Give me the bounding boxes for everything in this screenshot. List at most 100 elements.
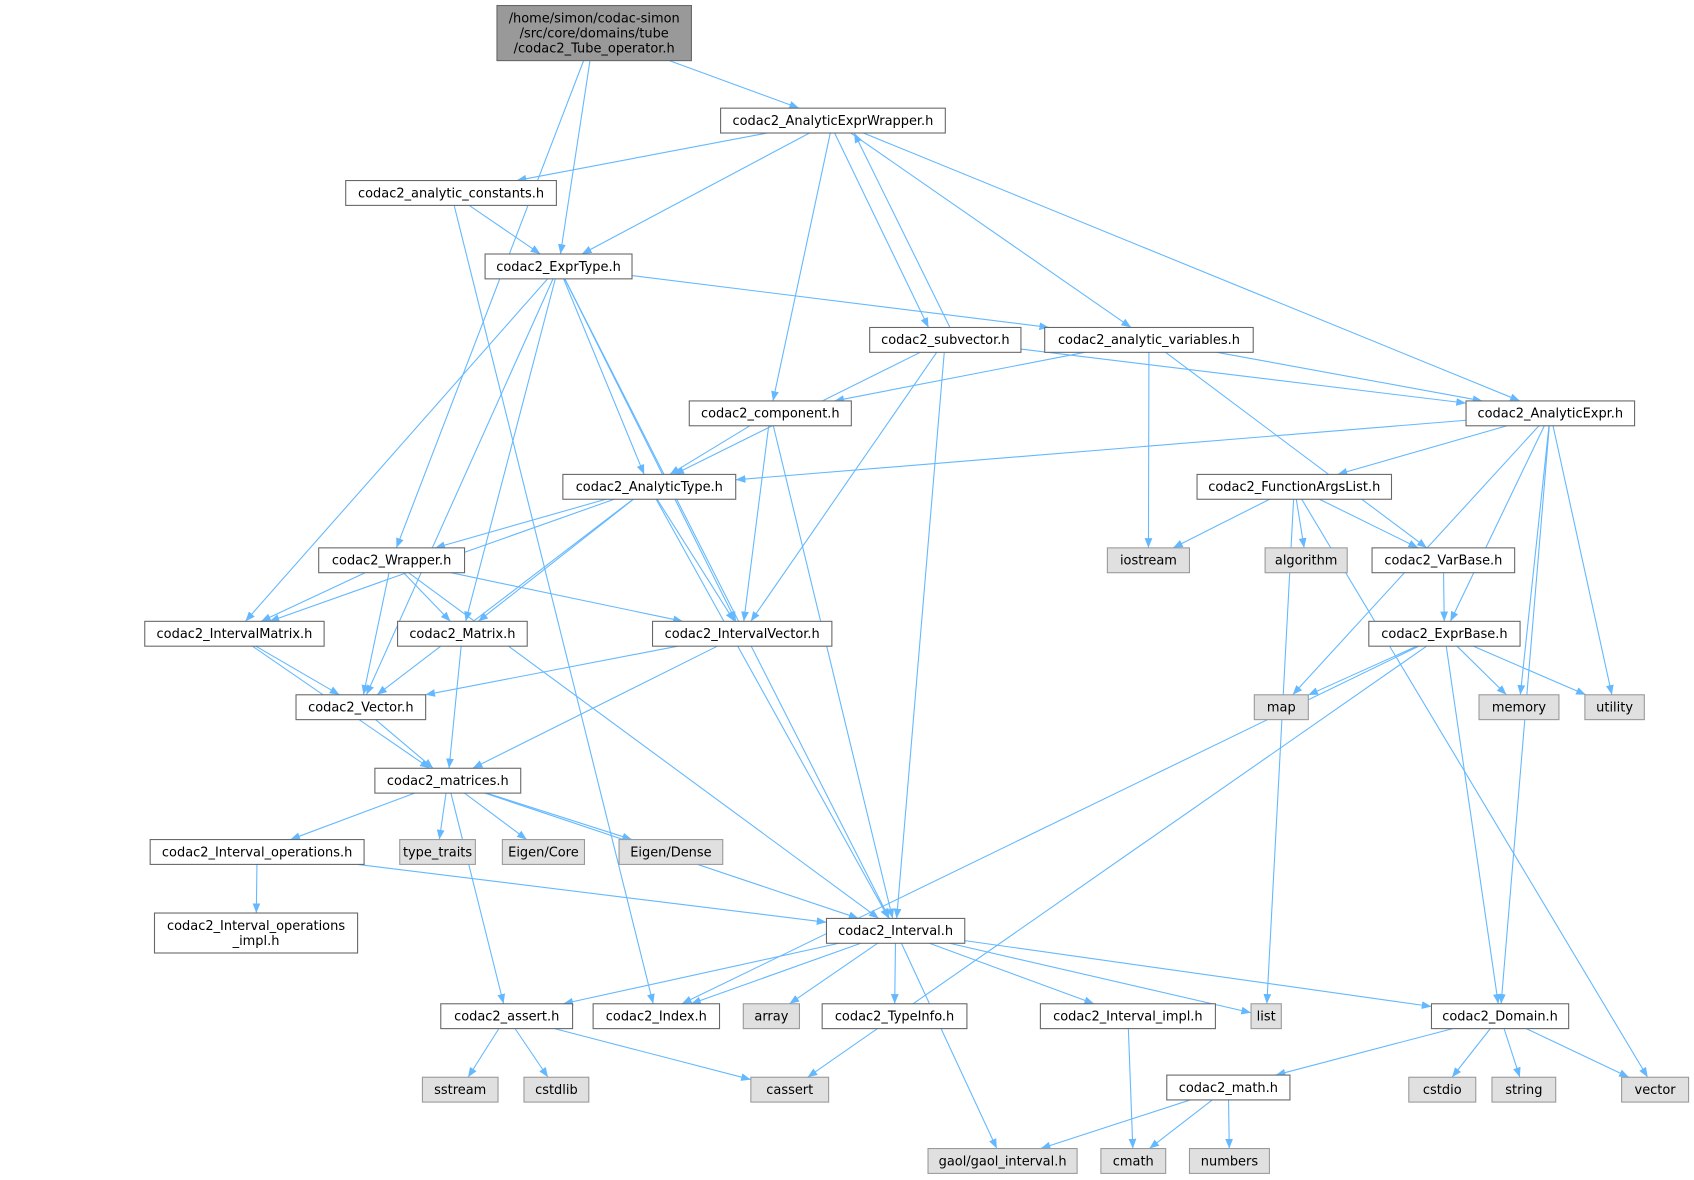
edge-aew-to-constants xyxy=(516,132,768,183)
edge-avars-to-aexpr xyxy=(1216,351,1483,404)
node-imatrix[interactable]: codac2_IntervalMatrix.h xyxy=(144,620,325,647)
node-label: Eigen/Core xyxy=(508,845,579,860)
node-label: codac2_ExprType.h xyxy=(496,260,621,275)
node-algorithm: algorithm xyxy=(1264,547,1348,574)
edge-fargs-to-varbase xyxy=(1319,498,1419,549)
node-box xyxy=(720,107,946,134)
edge-fargs-to-algorithm xyxy=(1295,499,1307,548)
edge-aexpr-to-exprbase xyxy=(1449,425,1545,622)
node-map: map xyxy=(1253,694,1309,721)
node-label: cstdio xyxy=(1423,1083,1462,1098)
edge-vector_h-to-matrices xyxy=(375,719,434,769)
edge-exprtype-to-atype xyxy=(563,278,645,475)
node-label: codac2_FunctionArgsList.h xyxy=(1208,480,1380,495)
node-wrapper[interactable]: codac2_Wrapper.h xyxy=(318,547,466,574)
node-cmath: cmath xyxy=(1100,1148,1167,1174)
node-label: codac2_Interval.h xyxy=(838,924,953,939)
node-box xyxy=(1478,694,1560,721)
node-aew[interactable]: codac2_AnalyticExprWrapper.h xyxy=(720,107,946,134)
edge-iops-to-interval xyxy=(357,863,827,925)
node-avars[interactable]: codac2_analytic_variables.h xyxy=(1044,326,1254,353)
node-box xyxy=(1100,1148,1167,1174)
node-box xyxy=(1491,1076,1557,1103)
node-cstdio: cstdio xyxy=(1408,1076,1477,1103)
edges-layer xyxy=(244,60,1649,1150)
node-label: iostream xyxy=(1120,554,1177,569)
node-iops[interactable]: codac2_Interval_operations.h xyxy=(149,839,365,865)
edge-root-to-exprtype xyxy=(558,60,591,255)
node-label: codac2_math.h xyxy=(1179,1081,1278,1096)
node-subvector[interactable]: codac2_subvector.h xyxy=(869,326,1022,353)
node-box xyxy=(1408,1076,1477,1103)
node-label: codac2_matrices.h xyxy=(387,774,509,789)
node-label: codac2_VarBase.h xyxy=(1384,554,1502,569)
node-varbase[interactable]: codac2_VarBase.h xyxy=(1371,547,1516,574)
node-label: codac2_Vector.h xyxy=(308,701,413,716)
edge-exprtype-to-avars xyxy=(631,275,1050,331)
node-matrix[interactable]: codac2_Matrix.h xyxy=(397,620,528,647)
node-vector_h[interactable]: codac2_Vector.h xyxy=(295,694,427,721)
node-atype[interactable]: codac2_AnalyticType.h xyxy=(562,473,737,500)
edge-aew-to-subvector xyxy=(834,132,929,328)
edge-constants-to-index xyxy=(453,205,655,1004)
edge-wrapper-to-vector_h xyxy=(361,572,390,695)
node-box xyxy=(1430,1003,1570,1030)
edge-wrapper-to-matrix xyxy=(403,572,451,622)
node-exprbase[interactable]: codac2_ExprBase.h xyxy=(1368,620,1521,647)
node-box xyxy=(523,1076,590,1103)
edge-domain-to-vector xyxy=(1526,1028,1630,1078)
node-ivector[interactable]: codac2_IntervalVector.h xyxy=(651,620,833,647)
node-domain[interactable]: codac2_Domain.h xyxy=(1430,1003,1570,1030)
edge-matrices-to-eigencore xyxy=(464,792,528,840)
edge-matrices-to-eigendense xyxy=(486,792,633,841)
node-interval[interactable]: codac2_Interval.h xyxy=(825,917,966,944)
edge-ivector-to-matrices xyxy=(472,645,718,769)
edge-exprtype-to-imatrix xyxy=(244,278,548,622)
node-component[interactable]: codac2_component.h xyxy=(688,400,852,427)
node-constants[interactable]: codac2_analytic_constants.h xyxy=(345,180,557,206)
node-vector: vector xyxy=(1621,1076,1690,1103)
node-exprtype[interactable]: codac2_ExprType.h xyxy=(484,253,633,280)
node-fargs[interactable]: codac2_FunctionArgsList.h xyxy=(1196,473,1393,500)
node-iopsimpl[interactable]: codac2_Interval_operations_impl.h xyxy=(153,912,359,954)
node-box xyxy=(153,912,359,954)
node-label: codac2_component.h xyxy=(701,407,840,422)
node-array: array xyxy=(742,1003,801,1030)
node-box xyxy=(1253,694,1309,721)
edge-assert-to-sstream xyxy=(467,1028,500,1078)
edge-atype-to-ivector xyxy=(656,498,735,622)
node-numbers: numbers xyxy=(1188,1148,1270,1174)
node-iimpl[interactable]: codac2_Interval_impl.h xyxy=(1039,1003,1216,1030)
node-label: codac2_analytic_constants.h xyxy=(358,186,544,201)
node-box xyxy=(496,4,692,62)
node-box xyxy=(149,839,365,865)
edge-component-to-atype xyxy=(669,425,751,475)
node-label: vector xyxy=(1635,1083,1677,1098)
node-cstdlib: cstdlib xyxy=(523,1076,590,1103)
node-label: list xyxy=(1257,1010,1276,1025)
node-box xyxy=(821,1003,968,1030)
node-label: utility xyxy=(1596,701,1633,716)
node-box xyxy=(501,839,586,865)
node-box xyxy=(562,473,737,500)
edge-iimpl-to-cmath xyxy=(1127,1028,1137,1149)
edge-wrapper-to-imatrix xyxy=(260,572,366,622)
node-aexpr[interactable]: codac2_AnalyticExpr.h xyxy=(1465,400,1636,427)
edge-constants-to-exprtype xyxy=(468,204,541,255)
node-math[interactable]: codac2_math.h xyxy=(1166,1074,1291,1101)
node-assert[interactable]: codac2_assert.h xyxy=(440,1003,574,1030)
node-label: gaol/gaol_interval.h xyxy=(939,1154,1067,1169)
node-label: array xyxy=(754,1010,788,1025)
node-box xyxy=(397,620,528,647)
node-index[interactable]: codac2_Index.h xyxy=(592,1003,721,1030)
node-label: codac2_analytic_variables.h xyxy=(1058,333,1240,348)
edge-atype-to-interval xyxy=(655,498,890,919)
nodes-layer: /home/simon/codac-simon/src/core/domains… xyxy=(144,4,1690,1174)
edge-domain-to-string xyxy=(1503,1028,1521,1078)
node-typeinfo[interactable]: codac2_TypeInfo.h xyxy=(821,1003,968,1030)
node-root[interactable]: /home/simon/codac-simon/src/core/domains… xyxy=(496,4,692,62)
node-box xyxy=(1621,1076,1690,1103)
edge-exprtype-to-matrix xyxy=(464,278,556,622)
node-label: codac2_AnalyticExpr.h xyxy=(1477,407,1623,422)
node-matrices[interactable]: codac2_matrices.h xyxy=(374,767,522,794)
